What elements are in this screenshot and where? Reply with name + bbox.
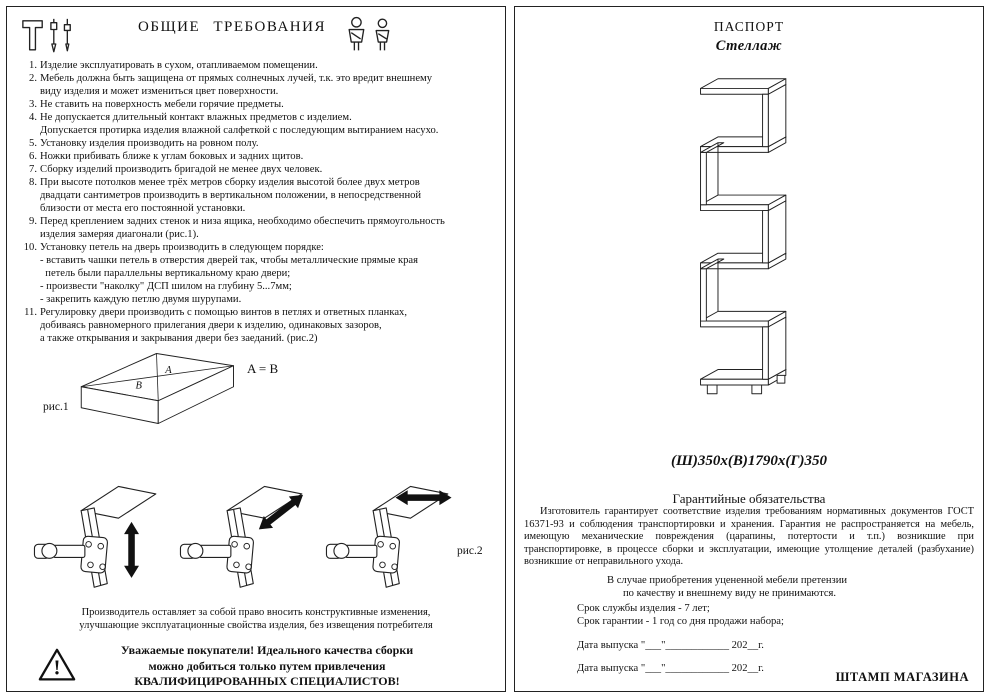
requirement-item: 10.Установку петель на дверь производить… xyxy=(23,242,418,305)
two-people-icon xyxy=(348,16,390,51)
figure1-box-diagram: A B xyxy=(80,353,234,424)
assembly-warning: Уважаемые покупатели! Идеального качеств… xyxy=(120,643,414,688)
requirement-item: 6.Ножки прибивать ближе к углам боковых … xyxy=(29,151,304,162)
issue-date-line-2: Дата выпуска "___"____________ 202__г. xyxy=(577,663,764,674)
tools-icon xyxy=(22,18,71,53)
hinge-diagram-vertical-adjust xyxy=(33,485,157,588)
product-dimensions: (Ш)350х(В)1790х(Г)350 xyxy=(671,453,827,469)
requirement-item: 5.Установку изделия производить на ровно… xyxy=(29,138,259,149)
figure1-label: рис.1 xyxy=(43,401,69,413)
requirement-item: 4.Не допускается длительный контакт влаж… xyxy=(29,112,439,136)
svg-text:A: A xyxy=(164,365,172,376)
claims-note-line1: В случае приобретения уцененной мебели п… xyxy=(607,575,848,586)
requirement-item: 3.Не ставить на поверхность мебели горяч… xyxy=(29,99,284,110)
hinge-diagram-horizontal-adjust xyxy=(325,485,452,588)
hinge-diagram-diagonal-adjust xyxy=(179,485,308,588)
requirement-item: 7.Сборку изделий производить бригадой не… xyxy=(29,164,323,175)
warning-triangle-icon: ! xyxy=(38,648,76,681)
requirement-item: 8.При высоте потолков менее трёх метров … xyxy=(29,177,422,214)
warranty-text: Изготовитель гарантирует соответствие из… xyxy=(524,506,974,568)
shelving-unit-drawing xyxy=(700,78,787,395)
manufacturer-note: Производитель оставляет за собой право в… xyxy=(79,607,433,631)
service-life: Срок службы изделия - 7 лет; xyxy=(577,603,710,614)
passport-page: ПАСПОРТ Стеллаж (Ш)350х(В)1790х(Г)350 Га… xyxy=(514,6,984,692)
requirement-item: 9.Перед креплением задних стенок и низа … xyxy=(29,216,445,240)
requirement-item: 1.Изделие эксплуатировать в сухом, отапл… xyxy=(29,60,318,71)
claims-note-line2: по качеству и внешнему виду не принимают… xyxy=(623,588,837,599)
requirement-item: 11.Регулировку двери производить с помощ… xyxy=(24,307,407,344)
product-name: Стеллаж xyxy=(715,38,783,54)
warranty-title: Гарантийные обязательства xyxy=(672,491,826,506)
requirement-item: 2.Мебель должна быть защищена от прямых … xyxy=(29,73,433,97)
diagonal-equation: A = B xyxy=(247,361,279,376)
passport-title: ПАСПОРТ xyxy=(713,19,785,34)
issue-date-line-1: Дата выпуска "___"____________ 202__г. xyxy=(577,640,764,651)
page-title: ОБЩИЕ ТРЕБОВАНИЯ xyxy=(138,19,326,35)
general-requirements-page: ОБЩИЕ ТРЕБОВАНИЯ 1.Изделие эксплуатирова… xyxy=(6,6,506,692)
figure2-label: рис.2 xyxy=(457,545,483,557)
shop-stamp-label: ШТАМП МАГАЗИНА xyxy=(835,670,969,684)
requirements-list: 1.Изделие эксплуатировать в сухом, отапл… xyxy=(17,59,501,345)
warranty-period: Срок гарантии - 1 год со дня продажи наб… xyxy=(577,616,784,627)
svg-text:!: ! xyxy=(54,656,61,680)
svg-text:B: B xyxy=(136,381,143,392)
